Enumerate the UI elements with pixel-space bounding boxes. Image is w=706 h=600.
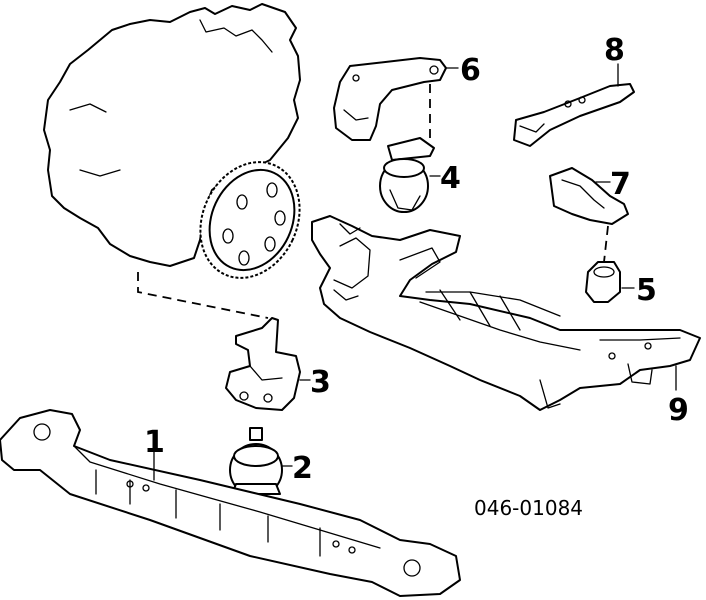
part-8-bracket bbox=[513, 63, 635, 147]
diagram-code: 046-01084 bbox=[474, 496, 583, 520]
callout-8: 8 bbox=[604, 33, 625, 68]
callout-3: 3 bbox=[310, 365, 331, 400]
callout-6: 6 bbox=[460, 53, 481, 88]
part-5-mount bbox=[585, 261, 635, 303]
callout-9: 9 bbox=[668, 393, 689, 428]
part-7-bracket bbox=[549, 167, 629, 263]
part-3-bracket bbox=[225, 317, 311, 411]
guide-line-engine-to-bracket bbox=[137, 272, 269, 319]
part-4-mount bbox=[379, 137, 441, 213]
part-9-subframe bbox=[311, 215, 701, 411]
callout-5: 5 bbox=[636, 273, 657, 308]
callout-4: 4 bbox=[440, 161, 461, 196]
part-6-bracket bbox=[333, 57, 459, 141]
part-1-crossmember bbox=[0, 409, 461, 597]
callout-7: 7 bbox=[610, 167, 631, 202]
engine-block bbox=[43, 3, 301, 267]
part-2-mount bbox=[229, 427, 293, 497]
callout-1: 1 bbox=[144, 425, 165, 460]
flywheel bbox=[199, 161, 301, 279]
callout-2: 2 bbox=[292, 451, 313, 486]
